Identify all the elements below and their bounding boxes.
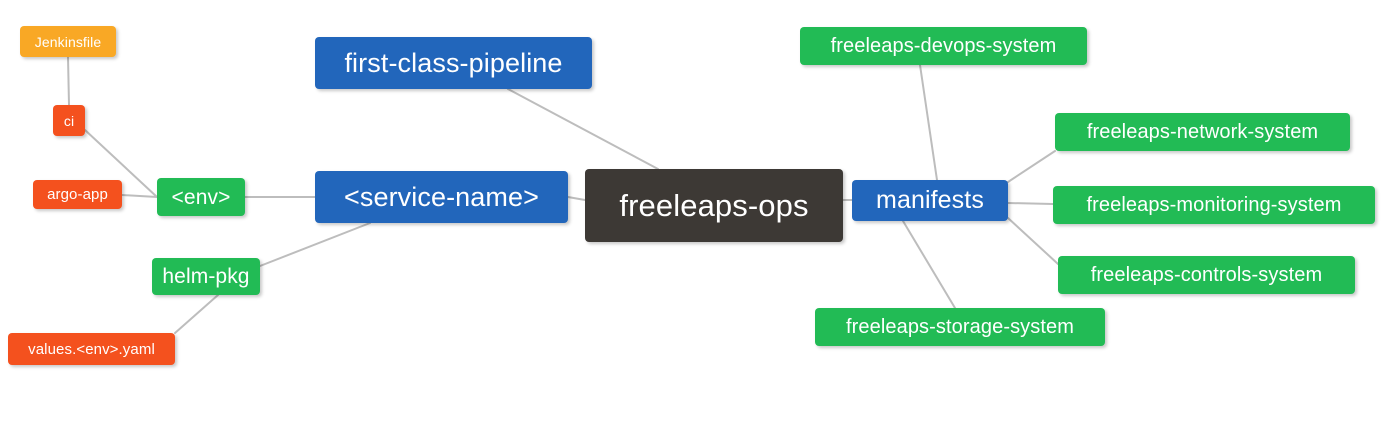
edge-network-system-to-manifests <box>1007 150 1056 183</box>
node-env[interactable]: <env> <box>157 178 245 216</box>
edge-storage-system-to-manifests <box>902 220 956 309</box>
node-argo-app[interactable]: argo-app <box>33 180 122 209</box>
edge-devops-system-to-manifests <box>919 64 938 181</box>
edge-argo-app-to-env <box>121 194 158 198</box>
edge-jenkinsfile-to-ci <box>67 56 70 106</box>
node-manifests[interactable]: manifests <box>852 180 1008 221</box>
node-service-name[interactable]: <service-name> <box>315 171 568 223</box>
edge-service-name-to-root <box>567 196 586 201</box>
node-monitoring-system[interactable]: freeleaps-monitoring-system <box>1053 186 1375 224</box>
node-controls-system[interactable]: freeleaps-controls-system <box>1058 256 1355 294</box>
edge-controls-system-to-manifests <box>1007 217 1059 265</box>
node-ci[interactable]: ci <box>53 105 85 136</box>
node-network-system[interactable]: freeleaps-network-system <box>1055 113 1350 151</box>
node-jenkinsfile[interactable]: Jenkinsfile <box>20 26 116 57</box>
node-values-yaml[interactable]: values.<env>.yaml <box>8 333 175 365</box>
edge-values-yaml-to-helm-pkg <box>174 294 219 334</box>
node-helm-pkg[interactable]: helm-pkg <box>152 258 260 295</box>
edge-first-class-pipeline-to-root <box>507 88 659 170</box>
node-first-class-pipeline[interactable]: first-class-pipeline <box>315 37 592 89</box>
edge-helm-pkg-to-service-name <box>259 222 371 267</box>
node-root[interactable]: freeleaps-ops <box>585 169 843 242</box>
edge-monitoring-system-to-manifests <box>1007 202 1054 205</box>
node-storage-system[interactable]: freeleaps-storage-system <box>815 308 1105 346</box>
node-devops-system[interactable]: freeleaps-devops-system <box>800 27 1087 65</box>
